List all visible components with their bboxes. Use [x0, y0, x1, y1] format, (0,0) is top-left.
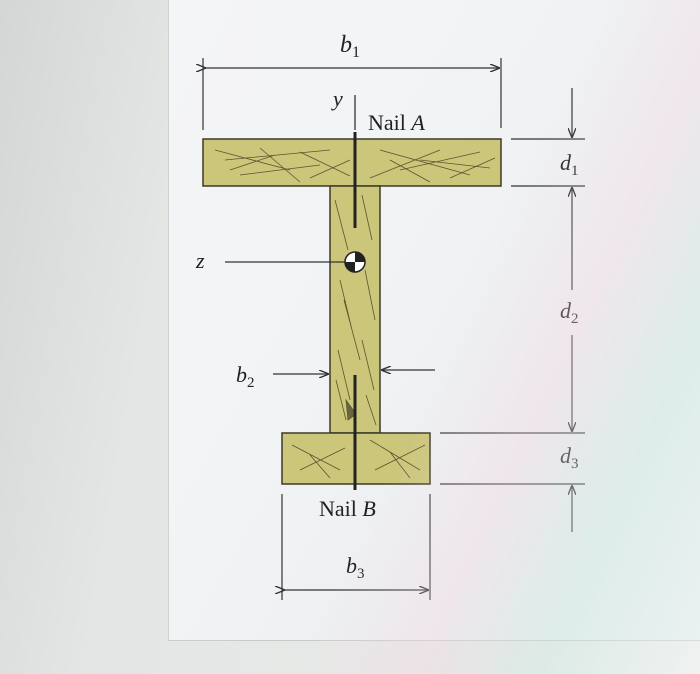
label-d3: d3 — [560, 443, 579, 472]
top-flange-grain — [214, 147, 496, 183]
label-d2: d2 — [560, 298, 579, 327]
label-b1: b1 — [340, 32, 360, 61]
label-nail-a: Nail A — [368, 110, 425, 135]
bottom-flange-grain — [291, 439, 426, 479]
label-nail-b: Nail B — [319, 496, 376, 521]
top-flange — [202, 138, 502, 187]
figure-panel — [168, 0, 700, 641]
centroid-icon — [344, 251, 366, 273]
label-z-axis: z — [195, 248, 205, 273]
label-d1: d1 — [560, 150, 579, 179]
label-b3: b3 — [346, 553, 365, 582]
label-b2: b2 — [236, 362, 255, 391]
label-y-axis: y — [331, 86, 343, 111]
